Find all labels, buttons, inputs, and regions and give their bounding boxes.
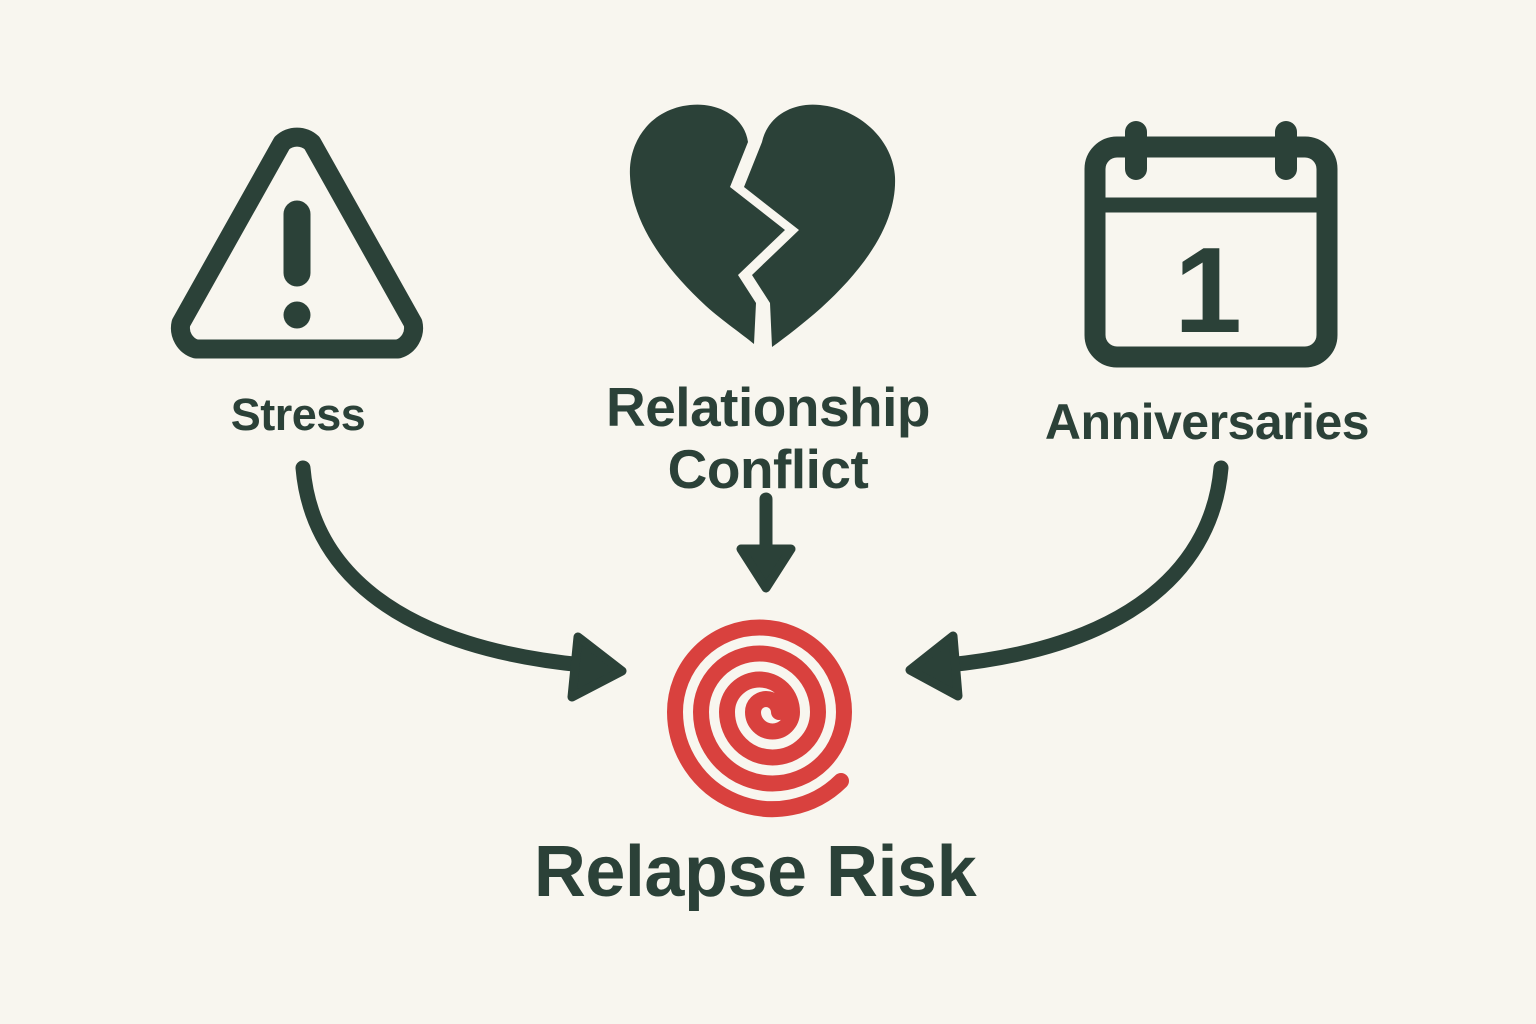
calendar-body <box>1084 136 1338 368</box>
label-relapse-risk: Relapse Risk <box>533 832 977 912</box>
broken-heart-left-half <box>629 104 785 344</box>
spiral-icon <box>666 619 853 818</box>
arrowhead <box>567 632 627 702</box>
arrowhead <box>736 544 796 593</box>
arrow-anniversaries-to-risk <box>905 460 1229 701</box>
warning-triangle-icon <box>170 127 424 359</box>
exclamation-dot <box>283 301 311 329</box>
arrowhead <box>905 631 963 701</box>
label-anniversaries: Anniversaries <box>1044 394 1370 450</box>
arrow-conflict-to-risk <box>736 492 796 593</box>
broken-heart-icon <box>629 104 896 347</box>
label-relationship-conflict: Relationship Conflict <box>605 376 931 500</box>
broken-heart-right-half <box>744 104 896 347</box>
arrow-stress-to-risk <box>295 460 627 702</box>
calendar-day-number: 1 <box>1174 222 1242 358</box>
label-stress: Stress <box>230 389 366 440</box>
calendar-icon: 1 <box>1084 121 1338 368</box>
